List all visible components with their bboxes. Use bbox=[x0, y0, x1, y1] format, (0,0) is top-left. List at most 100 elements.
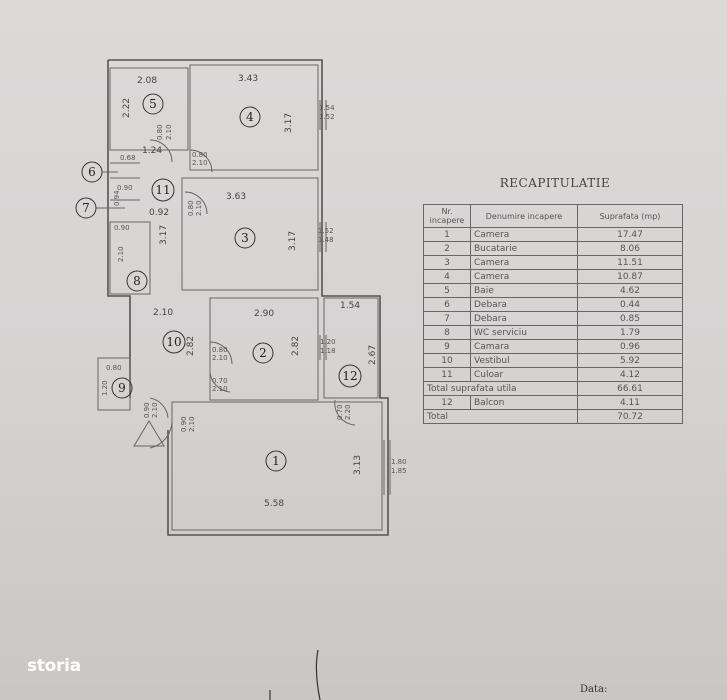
room-9-outline bbox=[97, 357, 131, 411]
dim-label: 2.67 bbox=[368, 345, 378, 365]
window-dim: 1.48 bbox=[318, 236, 334, 244]
dim-label: 2.10 bbox=[117, 246, 125, 262]
cell-name: Balcon bbox=[470, 395, 578, 410]
cell-nr: 10 bbox=[423, 353, 471, 368]
door-dim: 2.10 bbox=[188, 416, 196, 432]
cell-area: 5.92 bbox=[577, 353, 683, 368]
door-dim: 0.70 bbox=[212, 377, 228, 385]
cell-area: 10.87 bbox=[577, 269, 683, 284]
door-dim: 2.10 bbox=[212, 385, 228, 393]
cell-name: Vestibul bbox=[470, 353, 578, 368]
cell-name: Debara bbox=[470, 297, 578, 312]
cell-name: Camera bbox=[470, 269, 578, 284]
door-dim: 2.10 bbox=[165, 124, 173, 140]
cell-nr: 8 bbox=[423, 325, 471, 340]
dim-label: 2.90 bbox=[254, 309, 274, 319]
room-12-outline bbox=[323, 297, 379, 399]
window-dim: 1.80 bbox=[391, 458, 407, 466]
dim-label: 2.08 bbox=[137, 76, 157, 86]
table-title: RECAPITULATIE bbox=[499, 176, 611, 190]
cell-nr: 12 bbox=[423, 395, 471, 410]
cell-nr: 2 bbox=[423, 241, 471, 256]
total-value: 70.72 bbox=[577, 409, 683, 424]
cell-area: 8.06 bbox=[577, 241, 683, 256]
dim-label: 2.82 bbox=[291, 336, 301, 356]
room-3-number: 3 bbox=[241, 231, 249, 245]
dim-label: 3.17 bbox=[159, 225, 169, 245]
door-dim: 2.10 bbox=[212, 354, 228, 362]
door-dim: 2.10 bbox=[195, 200, 203, 216]
room-4-outline bbox=[189, 64, 319, 171]
date-label: Data: bbox=[580, 684, 608, 695]
dim-label: 3.13 bbox=[353, 455, 363, 475]
cell-area: 4.62 bbox=[577, 283, 683, 298]
window-dim: 1.18 bbox=[320, 347, 336, 355]
cell-area: 0.96 bbox=[577, 339, 683, 354]
cell-nr: 1 bbox=[423, 227, 471, 242]
room-7-number: 7 bbox=[82, 201, 90, 215]
cell-nr: 4 bbox=[423, 269, 471, 284]
cell-name: Bucatarie bbox=[470, 241, 578, 256]
cell-nr: 5 bbox=[423, 283, 471, 298]
summary-table: Nr. incapere Denumire incapere Suprafata… bbox=[423, 204, 683, 424]
cell-nr: 3 bbox=[423, 255, 471, 270]
door-dim: 0.80 bbox=[212, 346, 228, 354]
total-util-label: Total suprafata utila bbox=[423, 381, 578, 396]
room-5-number: 5 bbox=[149, 97, 157, 111]
room-8-number: 8 bbox=[133, 274, 141, 288]
room-1-number: 1 bbox=[272, 454, 280, 468]
dim-label: 0.90 bbox=[114, 224, 130, 232]
header-area: Suprafata (mp) bbox=[577, 204, 683, 228]
dim-label: 3.17 bbox=[284, 113, 294, 133]
room-2-outline bbox=[209, 297, 319, 401]
room-11-number: 11 bbox=[155, 183, 170, 197]
dim-label: 2.82 bbox=[186, 336, 196, 356]
room-5-outline bbox=[109, 67, 189, 151]
entrance-triangle-icon bbox=[133, 420, 165, 447]
door-dim: 2.20 bbox=[344, 404, 352, 420]
dim-label: 3.43 bbox=[238, 74, 258, 84]
cell-nr: 9 bbox=[423, 339, 471, 354]
dimension-labels: 5.58 3.13 2.90 2.82 3.63 3.17 3.43 3.17 … bbox=[101, 74, 407, 509]
door-dim: 0.80 bbox=[192, 151, 208, 159]
cell-area: 11.51 bbox=[577, 255, 683, 270]
cell-name: Camera bbox=[470, 255, 578, 270]
cell-name: Camera bbox=[470, 227, 578, 242]
window-dim: 1.85 bbox=[391, 467, 407, 475]
dim-label: 2.10 bbox=[153, 308, 173, 318]
window-dim: 1.52 bbox=[319, 113, 335, 121]
room-4-number: 4 bbox=[246, 110, 254, 124]
room-10-number: 10 bbox=[166, 335, 181, 349]
header-name: Denumire incapere bbox=[470, 204, 578, 228]
storia-logo: storia bbox=[27, 656, 81, 676]
room-12-number: 12 bbox=[342, 369, 357, 383]
cell-name: Baie bbox=[470, 283, 578, 298]
cell-area: 0.44 bbox=[577, 297, 683, 312]
cell-nr: 11 bbox=[423, 367, 471, 382]
window-dim: 1.20 bbox=[320, 338, 336, 346]
door-dim: 2.10 bbox=[151, 402, 159, 418]
cell-area: 0.85 bbox=[577, 311, 683, 326]
dim-label: 1.20 bbox=[101, 380, 109, 396]
cell-area: 4.12 bbox=[577, 367, 683, 382]
walls bbox=[97, 59, 391, 536]
room-markers: 1 2 3 4 5 6 7 8 9 10 11 12 bbox=[75, 93, 362, 472]
dim-label: 2.22 bbox=[122, 98, 132, 118]
room-9-number: 9 bbox=[118, 381, 126, 395]
dim-label: 0.94 bbox=[113, 190, 121, 206]
cell-name: Debara bbox=[470, 311, 578, 326]
cell-nr: 6 bbox=[423, 297, 471, 312]
cell-nr: 7 bbox=[423, 311, 471, 326]
dim-label: 0.90 bbox=[117, 184, 133, 192]
dim-label: 3.17 bbox=[288, 231, 298, 251]
dim-label: 3.63 bbox=[226, 192, 246, 202]
